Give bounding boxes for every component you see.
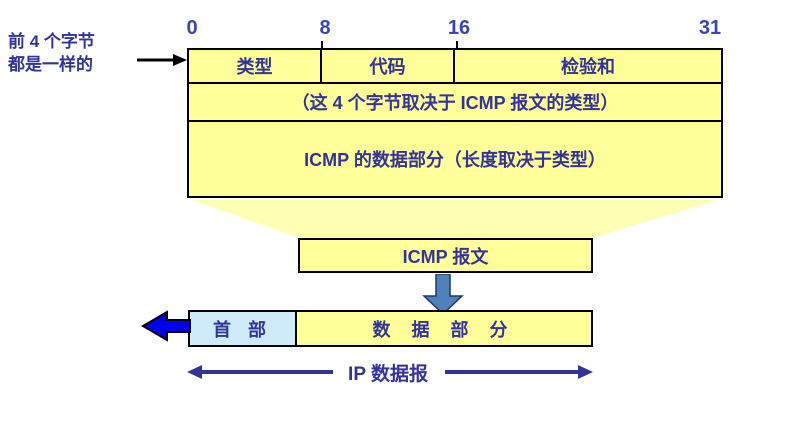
ip-data-cell: 数 据 部 分 bbox=[297, 312, 591, 345]
icmp-variable-4-bytes-row: （这 4 个字节取决于 ICMP 报文的类型） bbox=[189, 84, 721, 122]
field-checksum: 检验和 bbox=[561, 57, 615, 77]
field-code: 代码 bbox=[322, 50, 455, 82]
ip-span-arrows-icon bbox=[187, 365, 593, 379]
ip-header-cell: 首 部 bbox=[190, 312, 297, 345]
icmp-header-table: 类型 代码 检验和 （这 4 个字节取决于 ICMP 报文的类型） ICMP 的… bbox=[187, 48, 723, 198]
annotation-first-4-bytes: 前 4 个字节 都是一样的 bbox=[8, 30, 95, 76]
bit-tick-8 bbox=[321, 41, 323, 49]
left-arrow-icon bbox=[141, 310, 191, 342]
bit-tick-16 bbox=[456, 41, 458, 49]
icmp-message-label: ICMP 报文 bbox=[402, 246, 489, 267]
icmp-data-part-row: ICMP 的数据部分（长度取决于类型） bbox=[304, 150, 606, 170]
black-right-arrow-icon bbox=[137, 54, 187, 66]
ip-datagram-bar: 首 部 数 据 部 分 bbox=[188, 310, 593, 347]
icmp-header-row: 类型 代码 检验和 bbox=[189, 50, 721, 84]
bit-label-31: 31 bbox=[698, 17, 722, 39]
annotation-line-2: 都是一样的 bbox=[8, 55, 93, 74]
bit-label-0: 0 bbox=[186, 17, 198, 39]
down-arrow-icon bbox=[422, 274, 464, 315]
field-type: 类型 bbox=[189, 50, 322, 82]
bit-label-16: 16 bbox=[447, 17, 471, 39]
icmp-message-box: ICMP 报文 bbox=[298, 238, 593, 273]
annotation-line-1: 前 4 个字节 bbox=[8, 32, 95, 51]
ip-datagram-caption: IP 数据报 bbox=[338, 359, 438, 386]
funnel-shape bbox=[192, 200, 718, 238]
bit-label-8: 8 bbox=[319, 17, 331, 39]
